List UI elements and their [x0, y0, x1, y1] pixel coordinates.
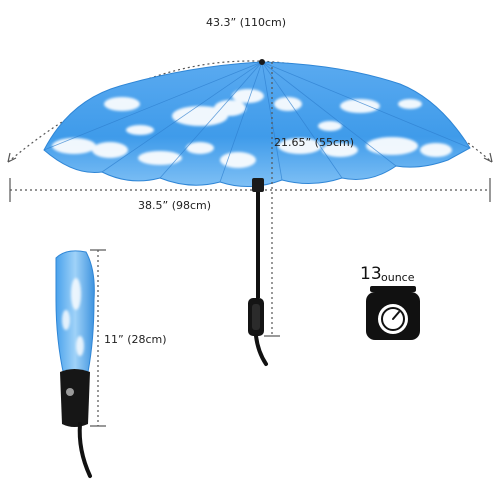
arc-right-arrow [483, 152, 493, 163]
open-height-label: 21.65” (55cm) [274, 136, 355, 149]
open-width-dimension-line [9, 178, 491, 202]
scale-icon [366, 286, 420, 340]
weight-unit: ounce [381, 271, 415, 284]
arc-span-label: 43.3” (110cm) [206, 16, 287, 29]
open-umbrella-canopy [43, 59, 471, 188]
arc-left-arrow [7, 152, 17, 163]
open-umbrella-shaft [248, 178, 268, 366]
folded-length-dimension-line [90, 249, 106, 427]
folded-length-label: 11” (28cm) [104, 333, 167, 346]
open-width-label: 38.5” (98cm) [138, 199, 212, 212]
folded-umbrella [55, 250, 95, 478]
weight-value: 13 [360, 264, 382, 284]
open-height-dimension-line [264, 62, 280, 337]
